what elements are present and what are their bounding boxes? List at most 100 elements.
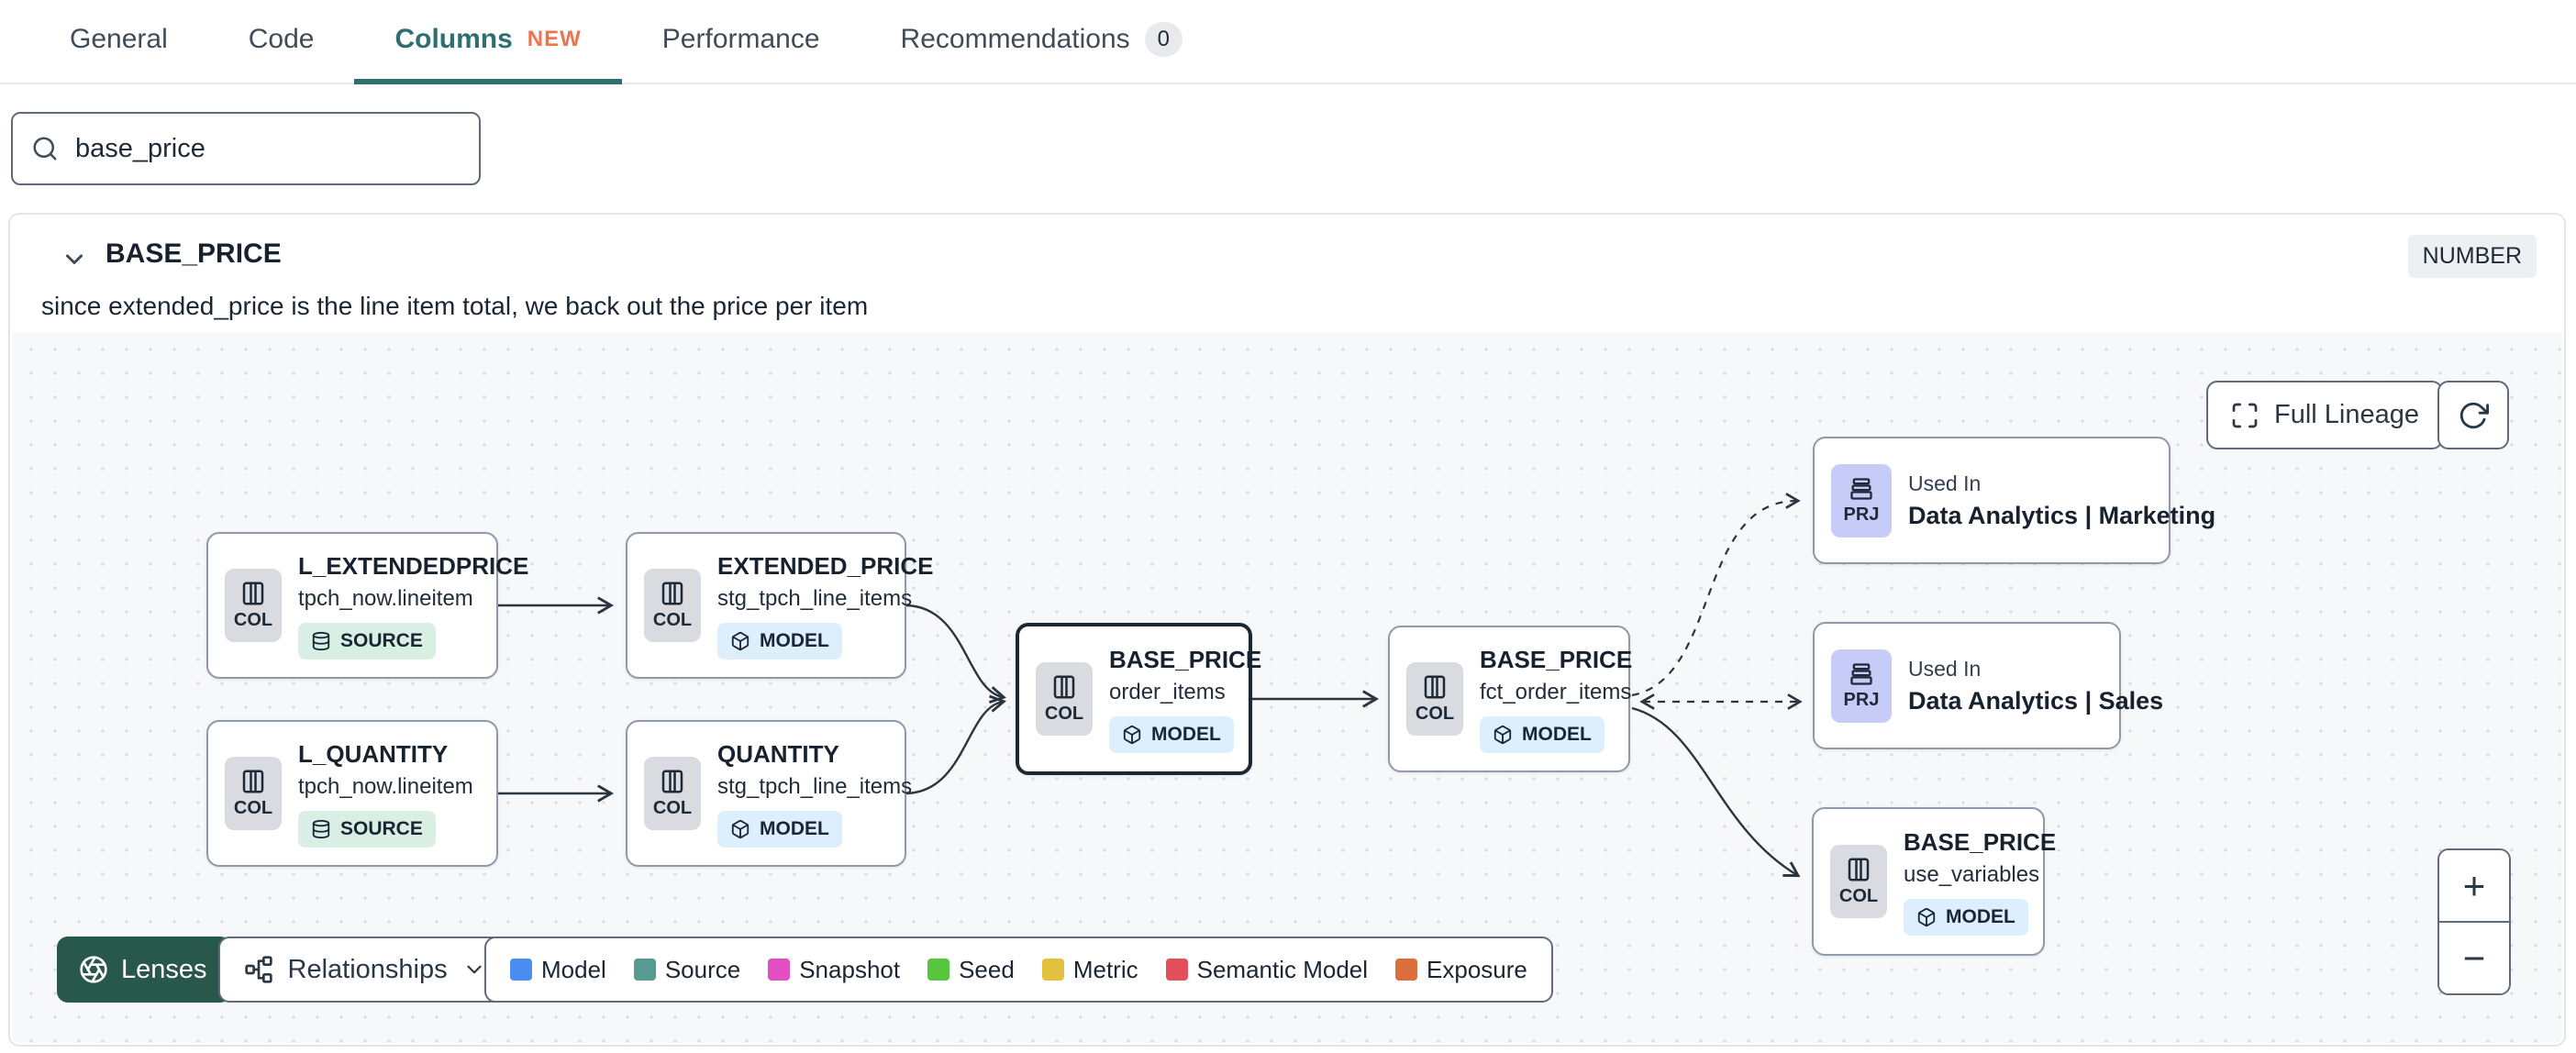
project-title: Data Analytics | Marketing (1908, 501, 2216, 529)
column-panel-header: BASE_PRICE NUMBER since extended_price i… (10, 215, 2564, 332)
node-title: BASE_PRICE (1109, 645, 1262, 673)
search-icon (31, 135, 59, 162)
chip-label: COL (1838, 886, 1879, 906)
data-type-badge: NUMBER (2407, 235, 2537, 278)
resource-legend: Model Source Snapshot Seed Metric Semant… (484, 937, 1553, 1003)
lineage-node-base-price-fct-order-items[interactable]: COL BASE_PRICE fct_order_items MODEL (1388, 626, 1632, 772)
node-title: L_EXTENDEDPRICE (298, 551, 529, 580)
resource-badge: SOURCE (298, 622, 436, 660)
tab-columns[interactable]: Columns NEW (354, 0, 622, 84)
column-chip: COL (644, 569, 701, 642)
tab-code[interactable]: Code (208, 0, 355, 84)
resource-badge-label: MODEL (760, 817, 829, 839)
node-subtitle: stg_tpch_line_items (717, 585, 913, 611)
aperture-icon (80, 956, 107, 983)
columns-icon (242, 582, 264, 605)
legend-item-metric: Metric (1041, 955, 1138, 984)
lineage-node-base-price-use-variables[interactable]: COL BASE_PRICE use_variables MODEL (1812, 807, 2056, 956)
refresh-icon (2459, 402, 2489, 428)
legend-label: Semantic Model (1196, 955, 1369, 983)
project-title: Data Analytics | Sales (1908, 686, 2164, 715)
lineage-node-extended-price[interactable]: COL EXTENDED_PRICE stg_tpch_line_items M… (626, 532, 934, 679)
lineage-toolbar: Lenses Relationships (57, 937, 512, 1003)
zoom-out-button[interactable]: − (2439, 923, 2509, 993)
legend-label: Snapshot (799, 955, 901, 983)
lineage-node-quantity[interactable]: COL QUANTITY stg_tpch_line_items MODEL (626, 720, 912, 867)
column-chip: COL (1406, 662, 1463, 736)
tab-performance[interactable]: Performance (622, 0, 861, 84)
tab-label: General (70, 24, 168, 54)
node-text: Used In Data Analytics | Sales (1908, 656, 2163, 715)
database-icon (312, 819, 330, 838)
lineage-node-base-price-order-items[interactable]: COL BASE_PRICE order_items MODEL (1016, 623, 1261, 775)
resource-badge: SOURCE (298, 810, 436, 848)
database-icon (312, 631, 330, 650)
used-in-label: Used In (1908, 656, 1982, 681)
resource-badge-label: MODEL (1151, 723, 1221, 745)
lineage-node-l-quantity[interactable]: COL L_QUANTITY tpch_now.lineitem SOURCE (206, 720, 498, 867)
resource-badge: MODEL (717, 622, 842, 660)
tab-label: Performance (661, 24, 820, 54)
cube-icon (1493, 725, 1512, 744)
resource-badge-label: MODEL (1522, 723, 1592, 745)
node-title: EXTENDED_PRICE (717, 551, 934, 580)
columns-icon (1053, 675, 1075, 699)
column-description: since extended_price is the line item to… (41, 292, 869, 320)
lineage-node-used-in-marketing[interactable]: PRJ Used In Data Analytics | Marketing (1813, 437, 2215, 564)
recommendations-count-badge: 0 (1144, 22, 1183, 57)
node-subtitle: tpch_now.lineitem (298, 585, 473, 611)
node-title: QUANTITY (717, 739, 839, 768)
node-subtitle: use_variables (1904, 861, 2040, 887)
legend-item-seed: Seed (927, 956, 1015, 984)
columns-icon (1848, 858, 1870, 881)
search-input[interactable] (75, 133, 461, 164)
chip-label: PRJ (1843, 504, 1880, 525)
resource-badge-label: SOURCE (340, 629, 423, 651)
legend-label: Metric (1072, 955, 1138, 983)
lineage-node-l-extendedprice[interactable]: COL L_EXTENDEDPRICE tpch_now.lineitem SO… (206, 532, 528, 679)
tab-recommendations[interactable]: Recommendations 0 (861, 0, 1223, 84)
archive-icon (1850, 477, 1872, 500)
legend-swatch (510, 959, 532, 981)
node-title: BASE_PRICE (1904, 827, 2057, 856)
refresh-button[interactable] (2437, 381, 2509, 449)
zoom-control: + − (2437, 848, 2511, 995)
lenses-label: Lenses (121, 954, 207, 984)
legend-swatch (633, 959, 656, 981)
chip-label: COL (1044, 704, 1084, 724)
lenses-button[interactable]: Lenses (57, 937, 231, 1003)
chip-label: COL (652, 798, 693, 818)
resource-badge: MODEL (1109, 715, 1234, 753)
expand-icon (2232, 403, 2258, 427)
tab-label: Recommendations (900, 24, 1130, 54)
chip-label: COL (233, 610, 273, 630)
legend-swatch (1165, 959, 1188, 981)
hierarchy-icon (244, 956, 272, 983)
column-chip: COL (225, 757, 282, 830)
column-search (11, 112, 481, 185)
node-text: BASE_PRICE fct_order_items MODEL (1480, 646, 1632, 753)
full-lineage-label: Full Lineage (2274, 400, 2419, 429)
relationships-label: Relationships (287, 954, 448, 984)
chip-label: COL (1415, 704, 1455, 724)
cube-icon (731, 819, 749, 838)
tab-general[interactable]: General (29, 0, 208, 84)
chip-label: COL (652, 610, 693, 630)
lineage-canvas[interactable]: COL L_EXTENDEDPRICE tpch_now.lineitem SO… (12, 332, 2562, 1043)
legend-item-model: Model (510, 956, 606, 984)
node-subtitle: tpch_now.lineitem (298, 773, 473, 799)
legend-label: Exposure (1427, 955, 1527, 983)
collapse-chevron-icon[interactable] (58, 242, 91, 275)
new-badge: NEW (527, 27, 582, 51)
column-chip: COL (1830, 845, 1887, 918)
lineage-node-used-in-sales[interactable]: PRJ Used In Data Analytics | Sales (1813, 622, 2163, 749)
full-lineage-button[interactable]: Full Lineage (2206, 381, 2443, 449)
node-text: EXTENDED_PRICE stg_tpch_line_items MODEL (717, 552, 934, 660)
legend-item-source: Source (633, 956, 740, 984)
relationships-dropdown[interactable]: Relationships (217, 937, 512, 1003)
column-name: BASE_PRICE (105, 238, 282, 269)
chip-label: COL (233, 798, 273, 818)
zoom-in-button[interactable]: + (2439, 850, 2509, 923)
legend-swatch (768, 959, 791, 981)
cube-icon (1123, 725, 1141, 744)
